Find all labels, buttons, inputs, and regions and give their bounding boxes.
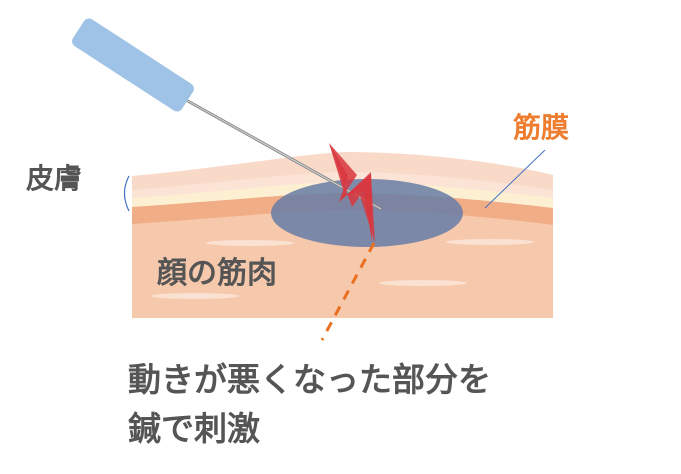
stimulation-bolt-shape bbox=[329, 143, 375, 243]
needle-highlight bbox=[185, 99, 382, 210]
muscle-layer bbox=[132, 210, 553, 318]
fascia-pointer bbox=[484, 149, 546, 209]
facial-muscle-label: 顔の筋肉 bbox=[157, 256, 277, 291]
caption-line-2: 鍼で刺激 bbox=[128, 409, 260, 448]
muscle-fiber bbox=[151, 293, 239, 299]
caption-line-1: 動きが悪くなった部分を bbox=[128, 360, 491, 399]
needle-handle bbox=[72, 18, 194, 112]
muscle-fiber bbox=[446, 239, 534, 245]
caption-pointer bbox=[320, 242, 376, 341]
muscle-fiber bbox=[206, 240, 294, 246]
skin-label: 皮膚 bbox=[26, 162, 82, 195]
fascia-label: 筋膜 bbox=[513, 111, 569, 144]
muscle-fiber bbox=[379, 280, 467, 286]
skin-bracket bbox=[123, 175, 130, 212]
